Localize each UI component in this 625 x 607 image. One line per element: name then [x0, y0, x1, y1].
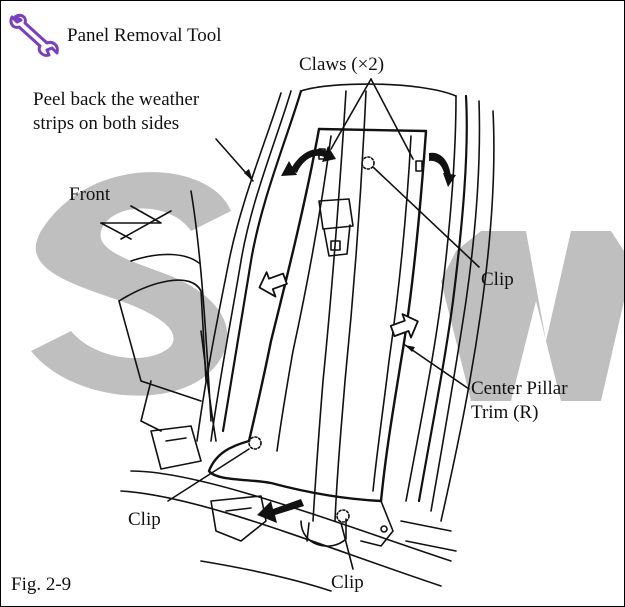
front-label: Front [69, 184, 111, 205]
weather-strip-label-line2: strips on both sides [33, 113, 180, 134]
wrench-icon [9, 13, 59, 57]
weather-strip-label-line1: Peel back the weather [33, 89, 200, 110]
watermark [31, 172, 624, 401]
clip-label-right: Clip [481, 269, 514, 290]
tool-name: Panel Removal Tool [67, 25, 222, 46]
center-pillar-label-line1: Center Pillar [471, 378, 568, 399]
claws-label: Claws (×2) [299, 54, 385, 75]
clip-label-bottom: Clip [331, 572, 364, 593]
center-pillar-label-line2: Trim (R) [471, 402, 539, 423]
figure-number: Fig. 2-9 [11, 574, 72, 595]
clip-label-left: Clip [128, 509, 161, 530]
